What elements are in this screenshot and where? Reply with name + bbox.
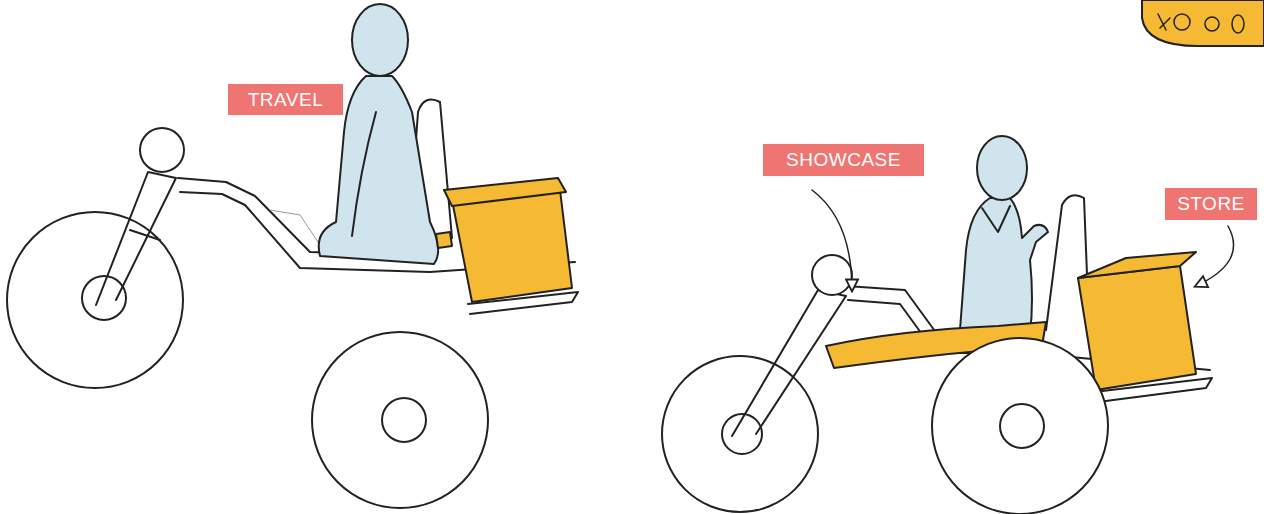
label-box: SHOWCASE <box>763 144 924 176</box>
tricycle-travel <box>7 4 578 508</box>
label-box: TRAVEL <box>228 84 343 115</box>
storage-box-rim <box>444 178 566 206</box>
rack <box>1094 378 1212 402</box>
person-arm <box>352 112 376 236</box>
badge <box>1142 0 1264 46</box>
fork <box>130 230 160 240</box>
leader-arrow <box>1196 226 1234 286</box>
seat-back <box>1046 195 1088 330</box>
handle-ball <box>812 255 852 295</box>
storage-box-top <box>1078 252 1196 278</box>
label-text: STORE <box>1177 193 1245 215</box>
person <box>960 198 1048 334</box>
front-wheel <box>662 356 818 512</box>
handle-ball <box>140 128 184 172</box>
storage-box <box>452 190 572 302</box>
armrest <box>436 232 452 248</box>
person-head <box>977 136 1027 200</box>
person-collar <box>982 206 1010 232</box>
frame <box>270 210 320 245</box>
rack <box>468 292 578 314</box>
person-head <box>352 4 408 76</box>
storage-box <box>1078 266 1196 390</box>
hub <box>1000 404 1044 448</box>
fork <box>732 290 846 436</box>
label-text: TRAVEL <box>248 89 324 111</box>
label-text: SHOWCASE <box>786 149 901 171</box>
front-wheel <box>7 212 183 388</box>
tricycle-showcase <box>662 136 1212 514</box>
fork <box>96 172 176 305</box>
rear-wheel <box>312 332 488 508</box>
rear-wheel <box>932 338 1108 514</box>
hub <box>382 398 426 442</box>
label-box: STORE <box>1165 188 1257 220</box>
leader-arrow <box>812 190 852 290</box>
